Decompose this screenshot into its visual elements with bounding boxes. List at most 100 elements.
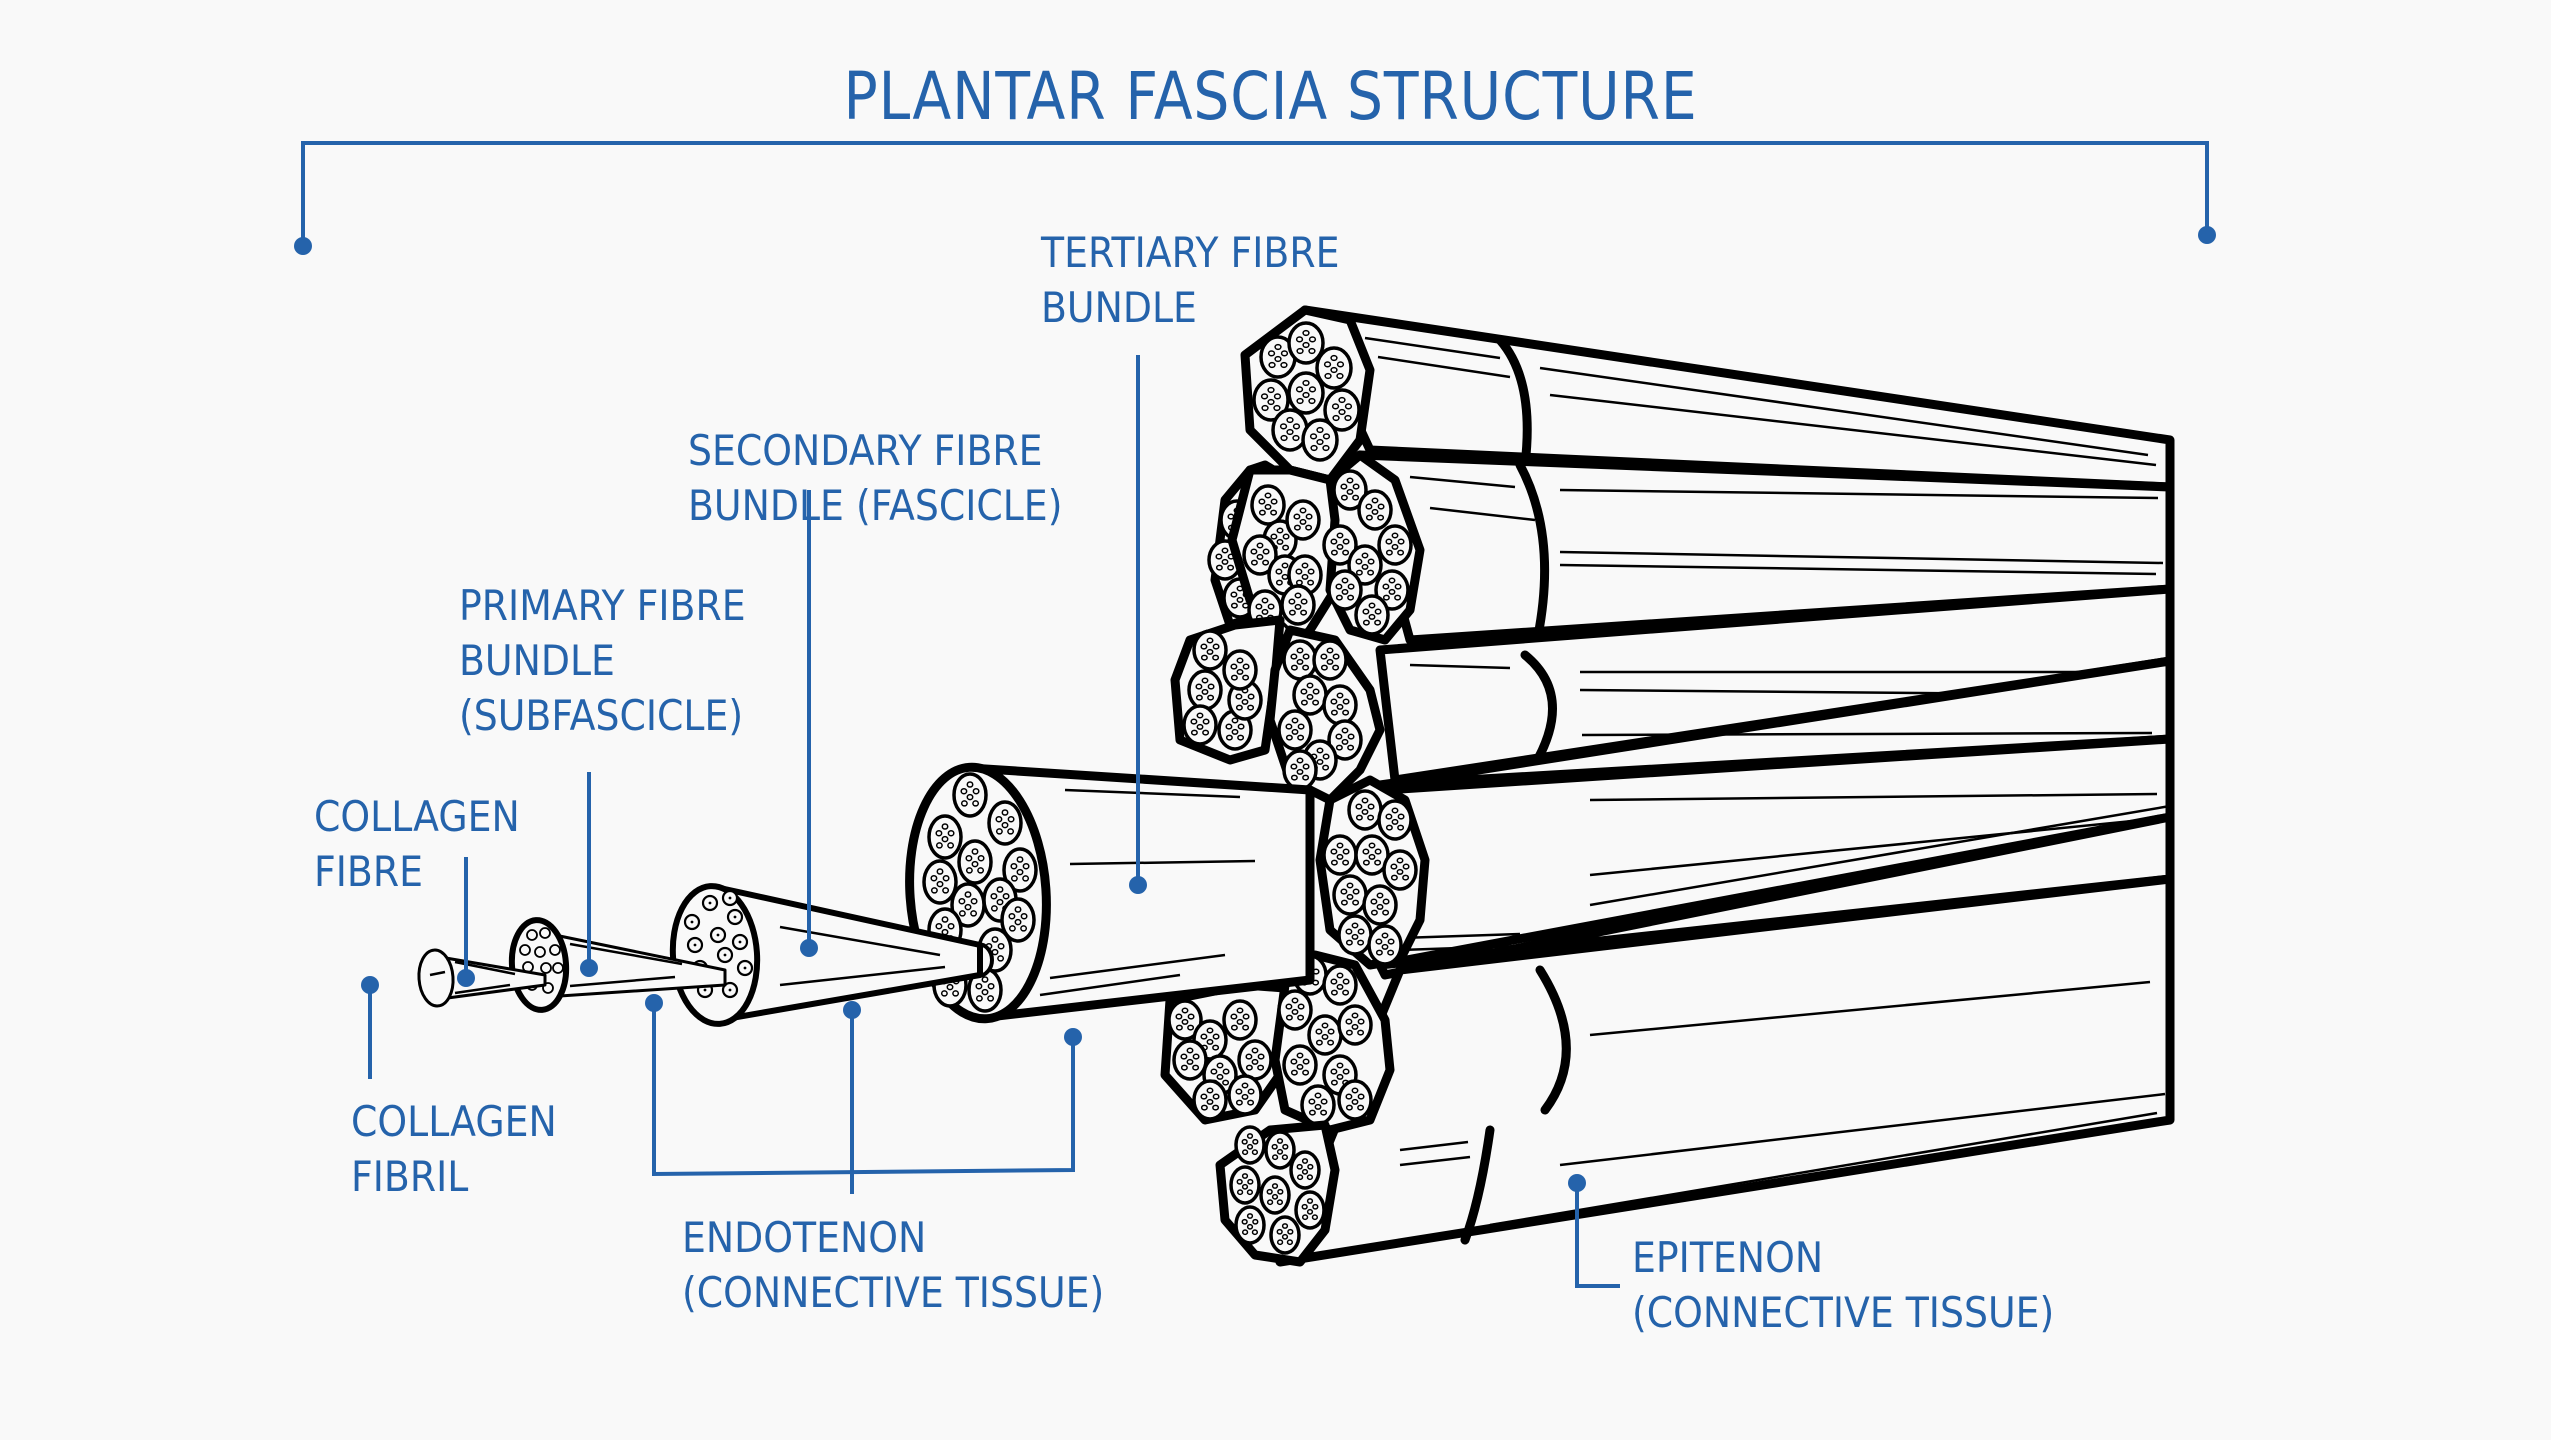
- fascicle-face: [1270, 950, 1395, 1135]
- fascicle-bottom: [1275, 874, 2175, 1267]
- leader-secondary: [800, 490, 818, 957]
- subfascicle-glyph: [1294, 1190, 1326, 1230]
- subfascicle-glyph: [1002, 847, 1038, 893]
- label-secondary-fibre-bundle: SECONDARY FIBRE BUNDLE (FASCICLE): [688, 423, 1062, 533]
- label-collagen-fibril: COLLAGEN FIBRIL: [351, 1094, 557, 1204]
- subfascicle-glyph: [1322, 964, 1358, 1006]
- subfascicle-glyph: [1327, 719, 1363, 761]
- subfascicle-glyph: [1187, 669, 1223, 711]
- label-line: (SUBFASCICLE): [459, 691, 744, 740]
- label-line: COLLAGEN: [314, 792, 520, 841]
- subfascicle-glyph: [1307, 1014, 1343, 1056]
- subfascicle-glyph: [1300, 1084, 1336, 1126]
- label-line: SECONDARY FIBRE: [688, 426, 1043, 475]
- subfascicle-glyph: [1312, 639, 1348, 681]
- subfascicle-glyph: [1327, 569, 1363, 611]
- label-tertiary-fibre-bundle: TERTIARY FIBRE BUNDLE: [1041, 225, 1340, 335]
- leader-primary: [580, 772, 598, 977]
- fascicle-face: [1315, 775, 1430, 970]
- subfascicle-glyph: [1322, 684, 1358, 726]
- label-line: FIBRIL: [351, 1152, 469, 1201]
- tertiary-fibre-bundle: [1160, 305, 2175, 1267]
- subfascicle-glyph: [1229, 1165, 1261, 1205]
- label-line: BUNDLE: [1041, 283, 1197, 332]
- leader-tertiary: [1129, 355, 1147, 894]
- leader-epitenon: [1568, 1174, 1620, 1288]
- subfascicle-glyph: [1182, 704, 1218, 746]
- label-primary-fibre-bundle: PRIMARY FIBRE BUNDLE (SUBFASCICLE): [459, 578, 746, 743]
- label-line: ENDOTENON: [682, 1213, 927, 1262]
- subfascicle-glyph: [1332, 469, 1368, 511]
- title-bracket: [294, 141, 2216, 255]
- subfascicle-glyph: [1367, 924, 1403, 966]
- fascicle-faces: [1160, 305, 1430, 1267]
- subfascicle-glyph: [1347, 789, 1383, 831]
- subfascicle-glyph: [1222, 999, 1258, 1041]
- subfascicle-glyph: [1227, 1074, 1263, 1116]
- subfascicle-glyph: [952, 772, 988, 818]
- label-line: COLLAGEN: [351, 1097, 557, 1146]
- label-line: (CONNECTIVE TISSUE): [1632, 1288, 2055, 1337]
- subfascicle-glyph: [1292, 674, 1328, 716]
- subfascicle-glyph: [1252, 378, 1290, 422]
- subfascicle-glyph: [1277, 989, 1313, 1031]
- subfascicle-glyph: [1277, 709, 1313, 751]
- subfascicle-glyph: [1332, 874, 1368, 916]
- subfascicle-glyph: [1357, 489, 1393, 531]
- subfascicle-glyph: [1287, 371, 1325, 415]
- label-line: EPITENON: [1632, 1233, 1824, 1282]
- label-line: BUNDLE (FASCICLE): [688, 481, 1063, 530]
- subfascicle-glyph: [1192, 629, 1228, 671]
- fascicle-face: [1240, 305, 1375, 485]
- subfascicle-glyph: [1362, 884, 1398, 926]
- label-line: PRIMARY FIBRE: [459, 581, 746, 630]
- subfascicle-glyph: [1374, 569, 1410, 611]
- subfascicle-glyph: [1287, 321, 1325, 365]
- subfascicle-glyph: [1269, 1215, 1301, 1255]
- subfascicle-glyph: [1377, 799, 1413, 841]
- subfascicle-glyph: [1301, 418, 1339, 462]
- fascicle-face: [1170, 615, 1285, 765]
- subfascicle-glyph: [1234, 1125, 1266, 1165]
- subfascicle-glyph: [1250, 484, 1286, 526]
- label-endotenon: ENDOTENON (CONNECTIVE TISSUE): [682, 1210, 1104, 1320]
- subfascicle-glyph: [1282, 749, 1318, 791]
- label-line: TERTIARY FIBRE: [1041, 228, 1340, 277]
- subfascicle-glyph: [987, 800, 1023, 846]
- subfascicle-glyph: [1172, 1039, 1208, 1081]
- subfascicle-glyph: [1322, 834, 1358, 876]
- leader-collagen-fibril: [361, 976, 379, 1079]
- subfascicle-glyph: [1382, 849, 1418, 891]
- subfascicle-glyph: [1347, 544, 1383, 586]
- subfascicle-glyph: [1242, 534, 1278, 576]
- fascicle-face: [1265, 625, 1385, 805]
- subfascicle-glyph: [922, 859, 958, 905]
- subfascicle-glyph: [1285, 499, 1321, 541]
- subfascicle-glyph: [1337, 1004, 1373, 1046]
- subfascicle-glyph: [1222, 649, 1258, 691]
- subfascicle-glyph: [1282, 639, 1318, 681]
- subfascicle-glyph: [1377, 524, 1413, 566]
- leader-endotenon: [645, 994, 1082, 1194]
- subfascicle-glyph: [1000, 897, 1036, 943]
- fascicle-face: [1160, 980, 1315, 1125]
- subfascicle-glyph: [1234, 1205, 1266, 1245]
- subfascicle-glyph: [1289, 1150, 1321, 1190]
- label-line: FIBRE: [314, 847, 423, 896]
- label-line: BUNDLE: [459, 636, 615, 685]
- subfascicle-glyph: [1280, 584, 1316, 626]
- subfascicle-glyph: [1167, 999, 1203, 1041]
- subfascicle-glyph: [1237, 1039, 1273, 1081]
- subfascicle-glyph: [957, 839, 993, 885]
- label-epitenon: EPITENON (CONNECTIVE TISSUE): [1632, 1230, 2054, 1340]
- subfascicle-glyph: [1282, 1044, 1318, 1086]
- fascicle-face: [1322, 450, 1425, 645]
- diagram-title: PLANTAR FASCIA STRUCTURE: [843, 58, 1698, 135]
- label-line: (CONNECTIVE TISSUE): [682, 1268, 1105, 1317]
- subfascicle-glyph: [1354, 594, 1390, 636]
- fascicle-middle: [1375, 584, 2175, 785]
- label-collagen-fibre: COLLAGEN FIBRE: [314, 789, 520, 899]
- secondary-fibre-bundle: [905, 762, 1315, 1024]
- subfascicle-glyph: [1264, 1130, 1296, 1170]
